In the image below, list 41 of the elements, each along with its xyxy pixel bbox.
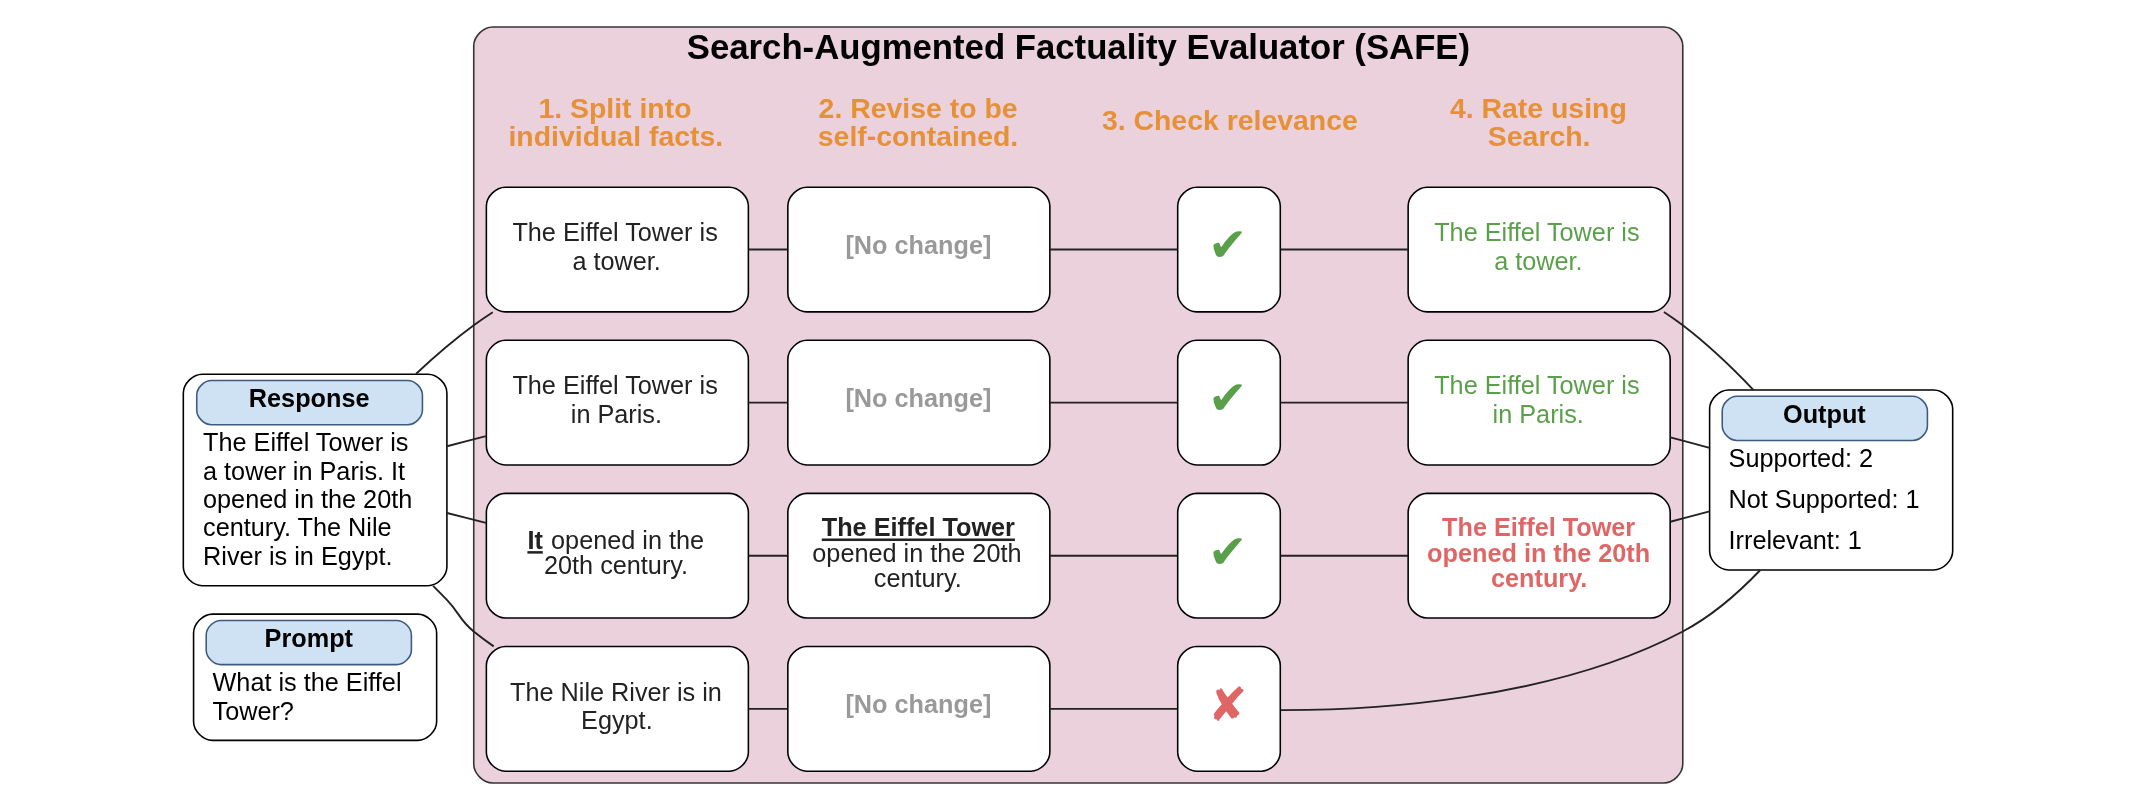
- label: 2. Revise to be self-contained.: [817, 91, 1019, 152]
- label: 1. Split into individual facts.: [508, 91, 724, 152]
- node-box: ✔: [1176, 339, 1282, 466]
- node-box: The Eiffel Tower opened in the 20th century.: [1407, 492, 1671, 619]
- connector: [1669, 510, 1711, 523]
- node-box: The Eiffel Tower is a tower.: [1407, 186, 1671, 313]
- connector: [1049, 401, 1179, 404]
- connector: [1669, 436, 1711, 449]
- node-box: ✘: [1176, 645, 1282, 772]
- connector: [1279, 554, 1410, 557]
- node-box: The Nile River is in Egypt.: [485, 645, 750, 772]
- label: 4. Rate using Search.: [1449, 91, 1627, 152]
- node-box: ✔: [1176, 492, 1282, 619]
- connector: [1663, 311, 1755, 391]
- node-box: The Eiffel Tower is in Paris.: [485, 339, 750, 466]
- connector: [1049, 554, 1179, 557]
- connector: [747, 248, 789, 251]
- node-box: [No change]: [787, 186, 1051, 313]
- connector: [747, 554, 789, 557]
- connector: [1049, 248, 1179, 251]
- connector: [747, 401, 789, 404]
- node-box: The Eiffel Tower is in Paris.: [1407, 339, 1671, 466]
- connector: [1279, 401, 1410, 404]
- node-box: The Eiffel Tower opened in the 20th century.: [787, 492, 1051, 619]
- node-box: Response The Eiffel Tower is a tower in Paris. It opened in the 20th century. The Nile River is in Egypt.: [182, 373, 448, 587]
- node-box: [No change]: [787, 645, 1051, 772]
- node-box: [No change]: [787, 339, 1051, 466]
- node-box: Prompt What is the Eiffel Tower?: [192, 613, 438, 742]
- connector: [446, 435, 487, 448]
- connector: [1049, 707, 1179, 710]
- connector: [747, 707, 789, 710]
- node-box: Output Supported: 2 Not Supported: 1 Irrelevant: 1: [1708, 389, 1954, 571]
- node-box: It opened in the 20th century.: [485, 492, 750, 619]
- label: 3. Check relevance: [1101, 104, 1358, 137]
- node-box: The Eiffel Tower is a tower.: [485, 186, 750, 313]
- connector: [414, 311, 494, 375]
- connector: [1279, 248, 1410, 251]
- connector: [1279, 569, 1762, 712]
- connector: [446, 512, 487, 524]
- node-box: ✔: [1176, 186, 1282, 313]
- connector: [432, 584, 495, 648]
